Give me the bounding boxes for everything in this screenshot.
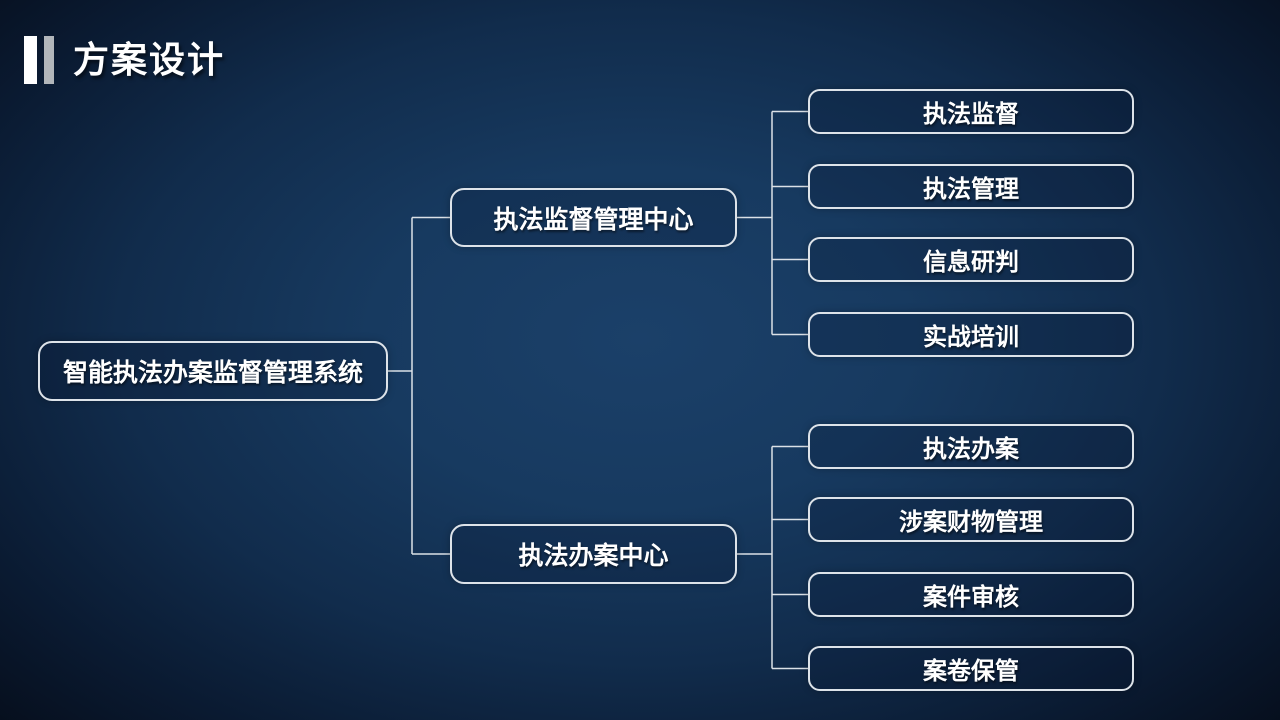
- title-marker-bar-secondary-icon: [44, 36, 54, 84]
- branch-node-label: 执法办案中心: [518, 542, 669, 570]
- leaf-node: 实战培训: [808, 312, 1134, 357]
- branch-node-supervision-center: 执法监督管理中心: [450, 188, 737, 247]
- branch-node-label: 执法监督管理中心: [493, 205, 694, 234]
- leaf-node-label: 实战培训: [923, 324, 1019, 351]
- leaf-node-label: 信息研判: [923, 249, 1019, 276]
- connector-branch0-trunk: [737, 110, 808, 336]
- leaf-node-label: 案卷保管: [923, 658, 1019, 685]
- connector-root-trunk: [388, 216, 450, 555]
- leaf-node: 案卷保管: [808, 646, 1134, 691]
- page-title: 方案设计: [73, 39, 226, 80]
- leaf-node-label: 涉案财物管理: [899, 509, 1043, 536]
- leaf-node: 案件审核: [808, 572, 1134, 617]
- leaf-node: 执法办案: [808, 424, 1134, 469]
- leaf-node-label: 执法管理: [923, 176, 1019, 203]
- leaf-node: 执法管理: [808, 164, 1134, 209]
- leaf-node: 信息研判: [808, 237, 1134, 282]
- leaf-node-label: 执法监督: [923, 101, 1019, 128]
- connector-branch1-trunk: [737, 445, 808, 670]
- leaf-node-label: 执法办案: [923, 436, 1019, 463]
- branch-node-case-center: 执法办案中心: [450, 524, 737, 584]
- leaf-node-label: 案件审核: [923, 584, 1019, 611]
- leaf-node: 涉案财物管理: [808, 497, 1134, 542]
- root-node: 智能执法办案监督管理系统: [38, 341, 388, 401]
- title-marker-bar-icon: [24, 36, 37, 84]
- root-node-label: 智能执法办案监督管理系统: [62, 359, 363, 387]
- leaf-node: 执法监督: [808, 89, 1134, 134]
